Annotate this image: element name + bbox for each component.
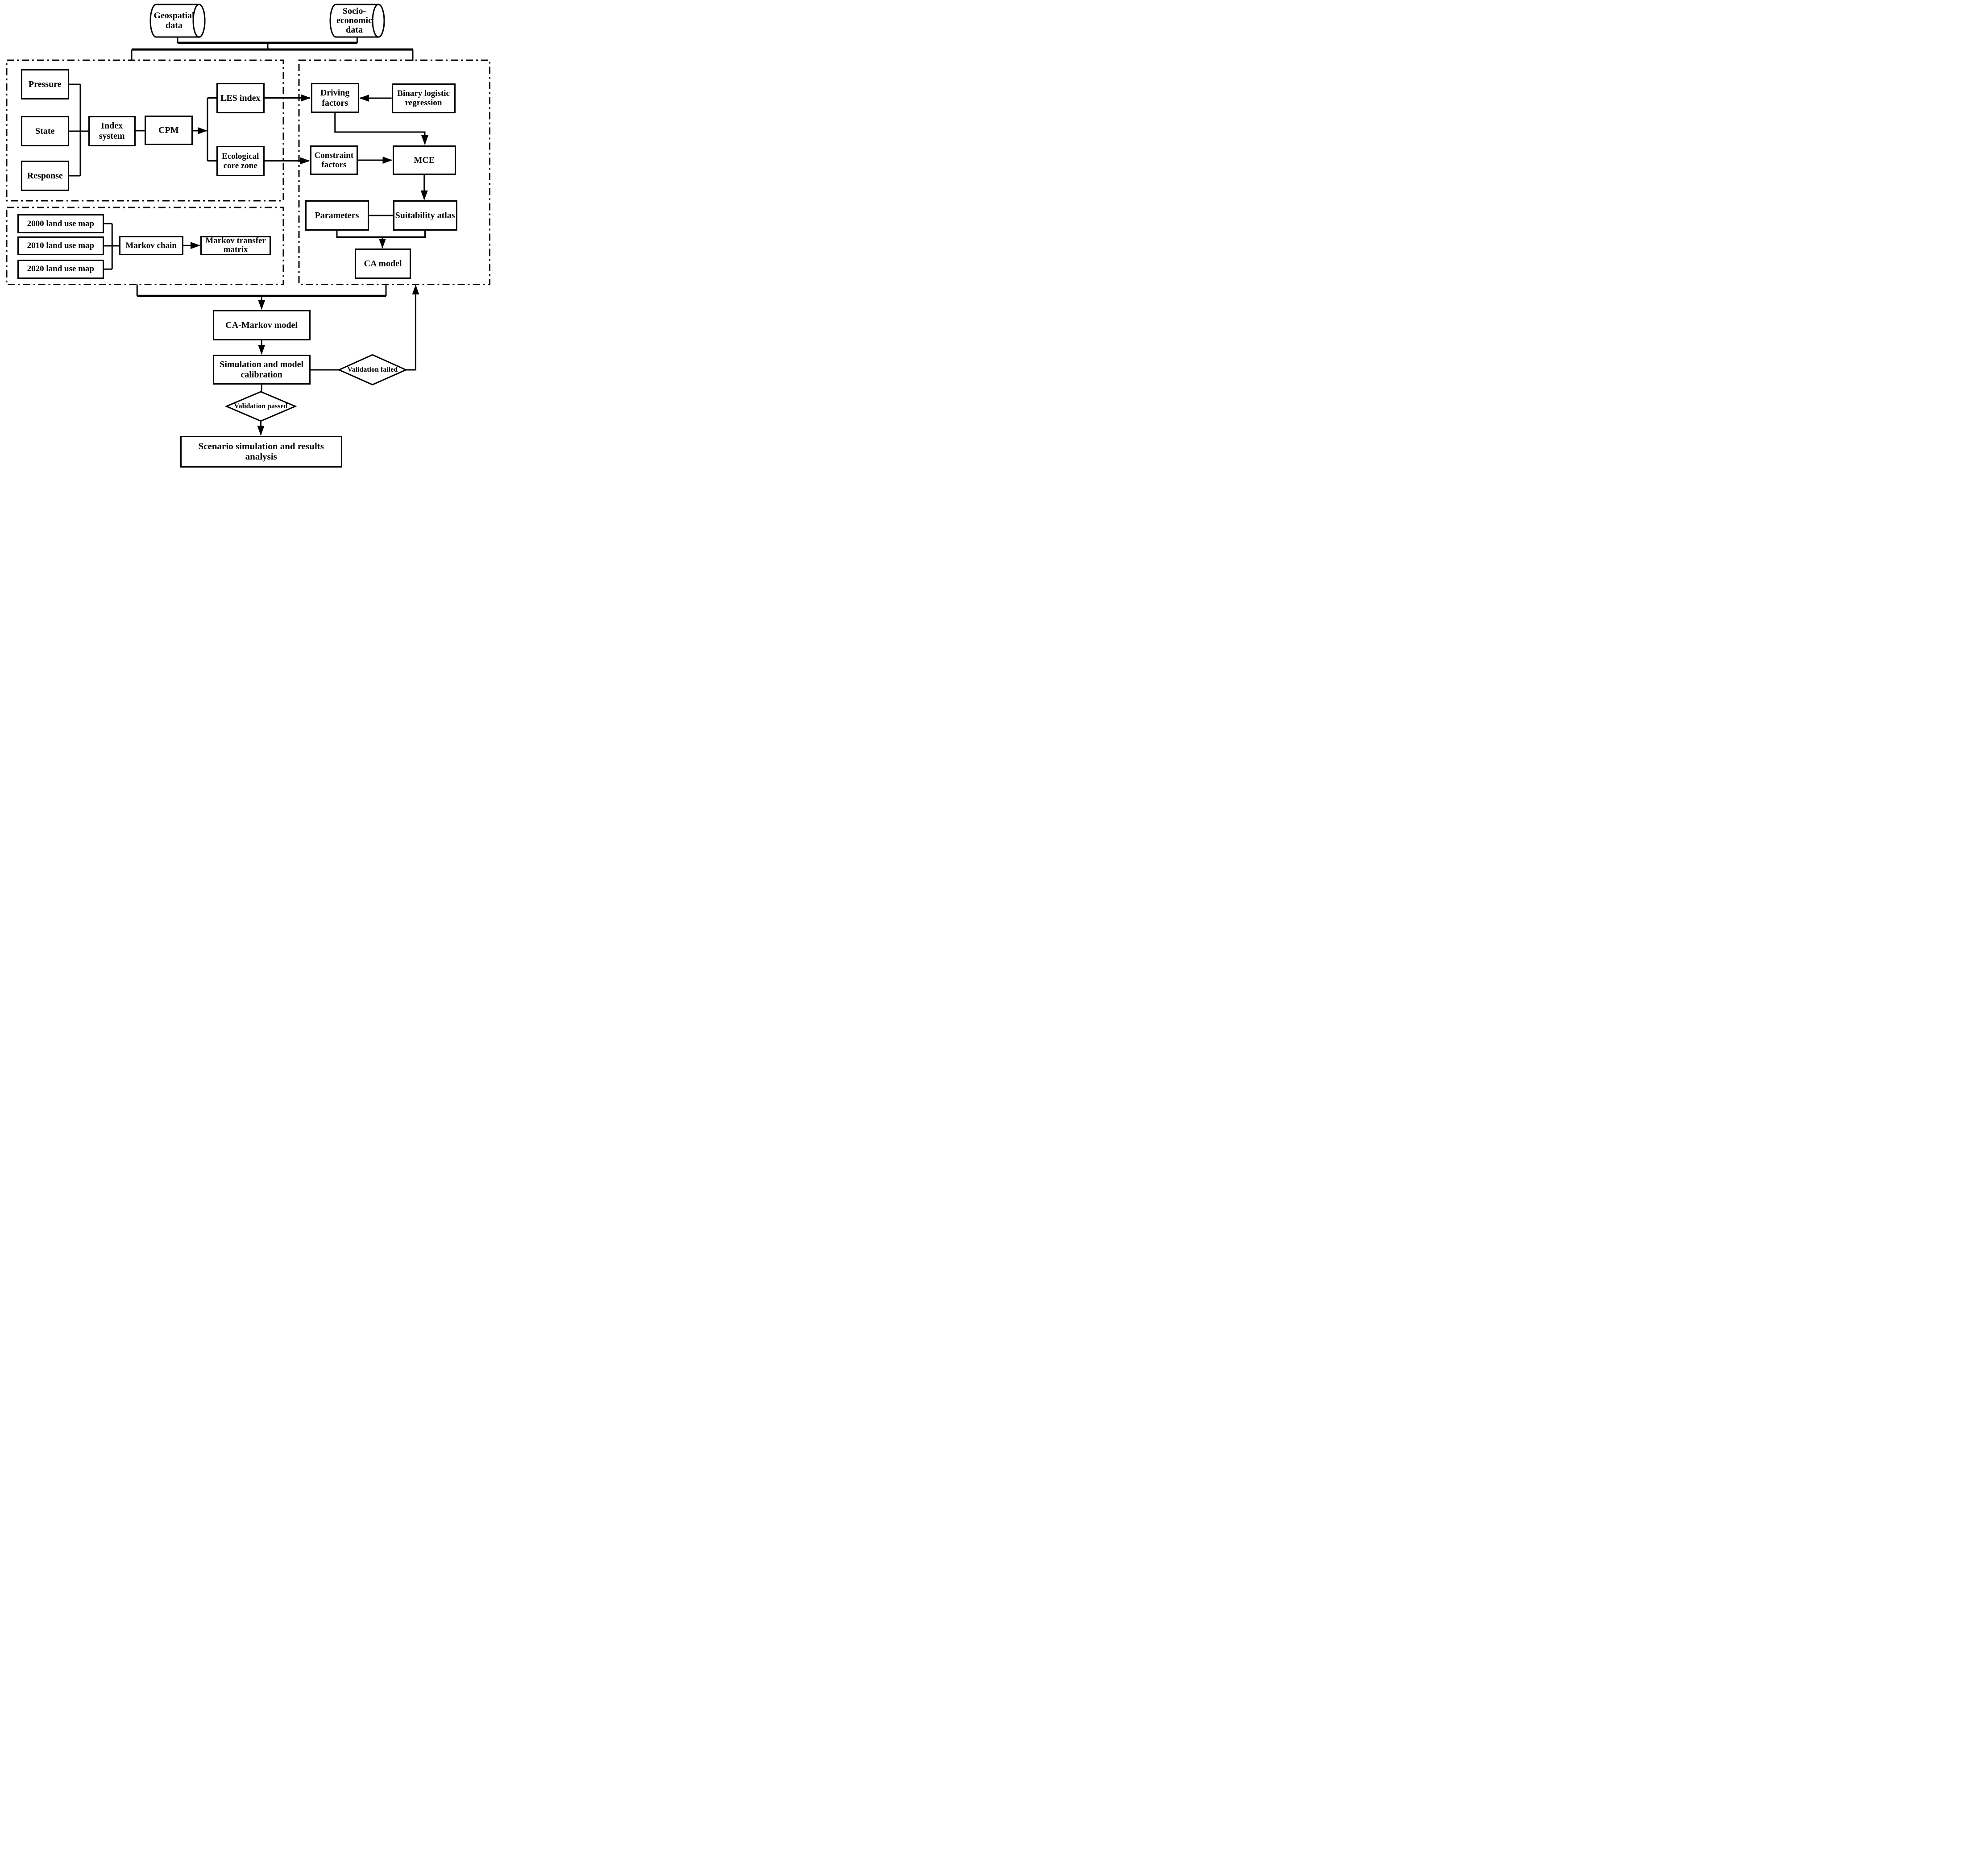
node-binary-logistic-regression: Binary logistic regression bbox=[391, 83, 456, 113]
markov-connectors bbox=[104, 223, 200, 270]
node-les-index-label: LES index bbox=[220, 93, 261, 103]
validation-passed-diamond-shape bbox=[224, 391, 297, 422]
node-ca-model: CA model bbox=[355, 248, 411, 279]
node-land-use-map-2010-label: 2010 land use map bbox=[27, 241, 95, 251]
mce-connectors bbox=[334, 95, 428, 248]
node-pressure-label: Pressure bbox=[28, 79, 62, 89]
node-markov-transfer-matrix-label: Markov transfer matrix bbox=[205, 236, 266, 255]
node-les-index: LES index bbox=[216, 83, 265, 113]
node-geospatial-data: Geospatial data bbox=[152, 5, 196, 36]
node-mce: MCE bbox=[393, 145, 456, 175]
group-mce-ca-border bbox=[298, 59, 490, 285]
decision-diamonds bbox=[224, 354, 408, 422]
node-ca-markov-model-label: CA-Markov model bbox=[225, 320, 298, 330]
edge-driving-to-mce-arrow bbox=[334, 113, 428, 145]
node-response: Response bbox=[21, 161, 69, 191]
node-scenario-analysis-label: Scenario simulation and results analysis bbox=[198, 440, 324, 462]
node-validation-passed-label: Validation passed bbox=[234, 402, 288, 410]
socioeconomic-cylinder-cap bbox=[372, 4, 385, 38]
node-constraint-factors-label: Constraint factors bbox=[314, 150, 354, 170]
node-geospatial-data-label: Geospatial data bbox=[153, 10, 195, 30]
node-parameters-label: Parameters bbox=[315, 210, 359, 220]
node-land-use-map-2000-label: 2000 land use map bbox=[27, 219, 95, 228]
node-markov-chain: Markov chain bbox=[119, 236, 183, 255]
node-scenario-analysis: Scenario simulation and results analysis bbox=[180, 436, 342, 468]
node-ca-model-label: CA model bbox=[364, 258, 402, 269]
node-state: State bbox=[21, 116, 69, 146]
node-binary-logistic-regression-label: Binary logistic regression bbox=[397, 88, 450, 108]
node-cpm: CPM bbox=[145, 115, 193, 145]
top-connectors bbox=[131, 37, 414, 61]
node-index-system-label: Index system bbox=[99, 121, 125, 141]
node-validation-failed-label: Validation failed bbox=[347, 366, 398, 373]
node-index-system: Index system bbox=[88, 116, 136, 146]
edge-failed-feedback-arrow bbox=[406, 285, 419, 371]
node-state-label: State bbox=[35, 126, 55, 136]
group-borders bbox=[6, 59, 490, 285]
node-response-label: Response bbox=[27, 170, 63, 181]
data-cylinders bbox=[149, 4, 385, 38]
group-psr-index-border bbox=[6, 59, 284, 202]
node-ecological-core-zone: Ecological core zone bbox=[216, 146, 265, 176]
node-ca-markov-model: CA-Markov model bbox=[212, 310, 311, 340]
node-validation-failed: Validation failed bbox=[341, 364, 404, 375]
node-markov-chain-label: Markov chain bbox=[125, 240, 177, 250]
diagram-shapes-layer bbox=[6, 4, 490, 436]
node-constraint-factors: Constraint factors bbox=[310, 145, 358, 175]
node-land-use-map-2000: 2000 land use map bbox=[17, 214, 104, 233]
geospatial-cylinder-cap bbox=[192, 4, 206, 38]
node-pressure: Pressure bbox=[21, 69, 69, 99]
group-markov-border bbox=[6, 207, 284, 285]
node-simulation-calibration: Simulation and model calibration bbox=[212, 355, 311, 385]
node-suitability-atlas-label: Suitability atlas bbox=[395, 210, 455, 220]
node-mce-label: MCE bbox=[414, 155, 435, 165]
psr-connectors bbox=[69, 83, 311, 177]
node-suitability-atlas: Suitability atlas bbox=[393, 200, 457, 231]
node-land-use-map-2020: 2020 land use map bbox=[17, 259, 104, 279]
node-cpm-label: CPM bbox=[158, 125, 179, 135]
flowchart-canvas: Geospatial data Socio-economic data Pres… bbox=[0, 0, 496, 469]
node-socio-economic-data: Socio-economic data bbox=[333, 4, 376, 37]
bottom-connectors bbox=[136, 284, 419, 436]
node-land-use-map-2010: 2010 land use map bbox=[17, 236, 104, 256]
validation-failed-diamond-shape bbox=[337, 354, 408, 385]
node-socio-economic-data-label: Socio-economic data bbox=[336, 6, 372, 35]
node-markov-transfer-matrix: Markov transfer matrix bbox=[200, 236, 271, 255]
node-simulation-calibration-label: Simulation and model calibration bbox=[220, 360, 304, 380]
node-driving-factors: Driving factors bbox=[311, 83, 359, 113]
node-validation-passed: Validation passed bbox=[230, 401, 292, 412]
node-land-use-map-2020-label: 2020 land use map bbox=[27, 264, 95, 274]
node-ecological-core-zone-label: Ecological core zone bbox=[222, 151, 259, 170]
node-parameters: Parameters bbox=[305, 200, 369, 231]
node-driving-factors-label: Driving factors bbox=[320, 88, 350, 108]
